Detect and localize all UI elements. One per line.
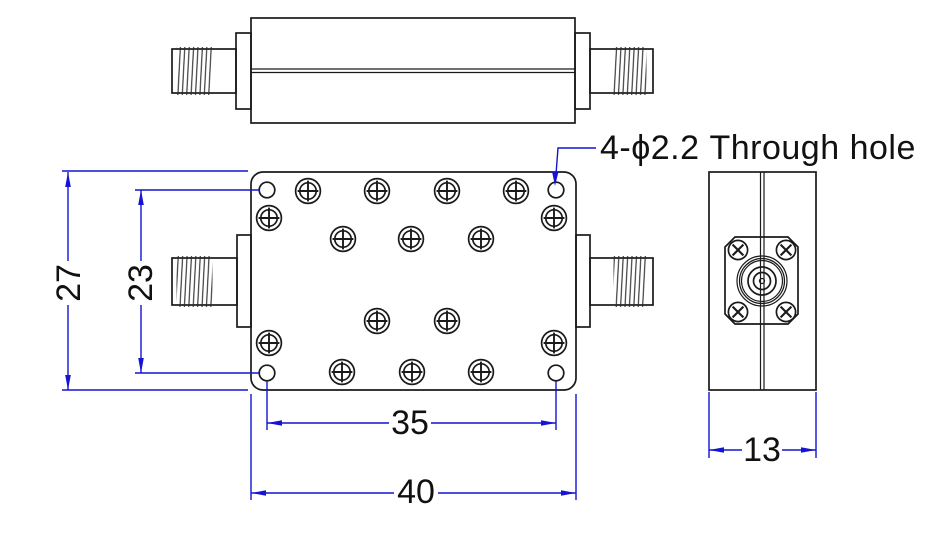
screw-head <box>433 177 461 205</box>
flange-screw-head <box>775 301 797 323</box>
flange-screw-head <box>727 301 749 323</box>
cover-screws <box>255 177 568 386</box>
leader-line <box>554 147 596 182</box>
screw-head <box>329 225 357 253</box>
screw-head <box>255 204 283 232</box>
screw-head <box>540 204 568 232</box>
screw-head <box>540 329 568 357</box>
through-hole <box>547 364 565 382</box>
connector-ring <box>738 257 786 305</box>
housing-outline <box>708 171 817 391</box>
rf-connector-right-top <box>574 32 654 110</box>
screw-head <box>363 307 391 335</box>
screw-head <box>398 358 426 386</box>
side-view <box>708 171 817 391</box>
arrowhead-down <box>65 375 71 390</box>
arrowhead-right <box>801 447 816 453</box>
coaxial-connector-face <box>736 255 788 307</box>
arrowhead-right <box>561 490 576 496</box>
through-hole <box>258 181 276 199</box>
dimension-overall-height: 27 <box>50 170 248 391</box>
annotation-label: 4-ϕ2.2 Through hole <box>600 129 916 167</box>
rf-connector-left-top <box>171 32 252 110</box>
connector-ring <box>752 271 772 291</box>
center-pin <box>758 277 766 285</box>
arrowhead-left <box>251 490 266 496</box>
dimension-overall-length: 40 <box>250 394 577 511</box>
screw-head <box>294 177 322 205</box>
connector-ring <box>740 259 784 303</box>
dim-label-23: 23 <box>122 264 160 302</box>
arrowhead-up <box>138 190 144 205</box>
connector-flange <box>236 234 252 328</box>
arrowhead-left <box>267 420 282 426</box>
flange-screw-head <box>727 239 749 261</box>
connector-flange-plate <box>724 236 799 325</box>
through-hole <box>547 181 565 199</box>
top-view <box>171 17 654 124</box>
dimension-body-depth: 13 <box>708 392 817 469</box>
housing-outline <box>250 17 576 124</box>
flange-screw-head <box>775 239 797 261</box>
screw-head <box>363 177 391 205</box>
housing-outline <box>250 171 577 391</box>
connector-ring <box>747 266 777 296</box>
arrowhead-up <box>65 172 71 187</box>
screw-head <box>328 358 356 386</box>
thread-section <box>613 256 647 307</box>
arrowhead-left <box>709 447 724 453</box>
connector-ring <box>736 255 788 307</box>
screw-head <box>467 358 495 386</box>
dim-label-13: 13 <box>743 431 781 469</box>
dim-label-27: 27 <box>50 264 88 302</box>
screw-head <box>502 177 530 205</box>
leader-arrowhead <box>552 171 559 186</box>
screw-head <box>433 307 461 335</box>
connector-flange <box>235 32 252 110</box>
thread-section <box>613 47 647 95</box>
dimension-hole-spacing-vertical: 23 <box>122 189 259 374</box>
front-view <box>171 171 654 391</box>
through-hole <box>258 364 276 382</box>
thread-section <box>176 256 213 307</box>
arrowhead-right <box>541 420 556 426</box>
arrowhead-down <box>138 358 144 373</box>
dim-label-40: 40 <box>397 473 435 511</box>
connector-flange <box>575 234 591 328</box>
rf-connector-left-front <box>171 234 252 328</box>
thread-section <box>176 47 213 95</box>
screw-head <box>255 329 283 357</box>
dimension-hole-spacing-horizontal: 35 <box>266 381 557 442</box>
screw-head <box>397 225 425 253</box>
connector-flange <box>574 32 591 110</box>
through-hole-callout: 4-ϕ2.2 Through hole <box>552 129 916 186</box>
dim-label-35: 35 <box>391 404 429 442</box>
rf-connector-right-front <box>575 234 654 328</box>
screw-head <box>467 225 495 253</box>
